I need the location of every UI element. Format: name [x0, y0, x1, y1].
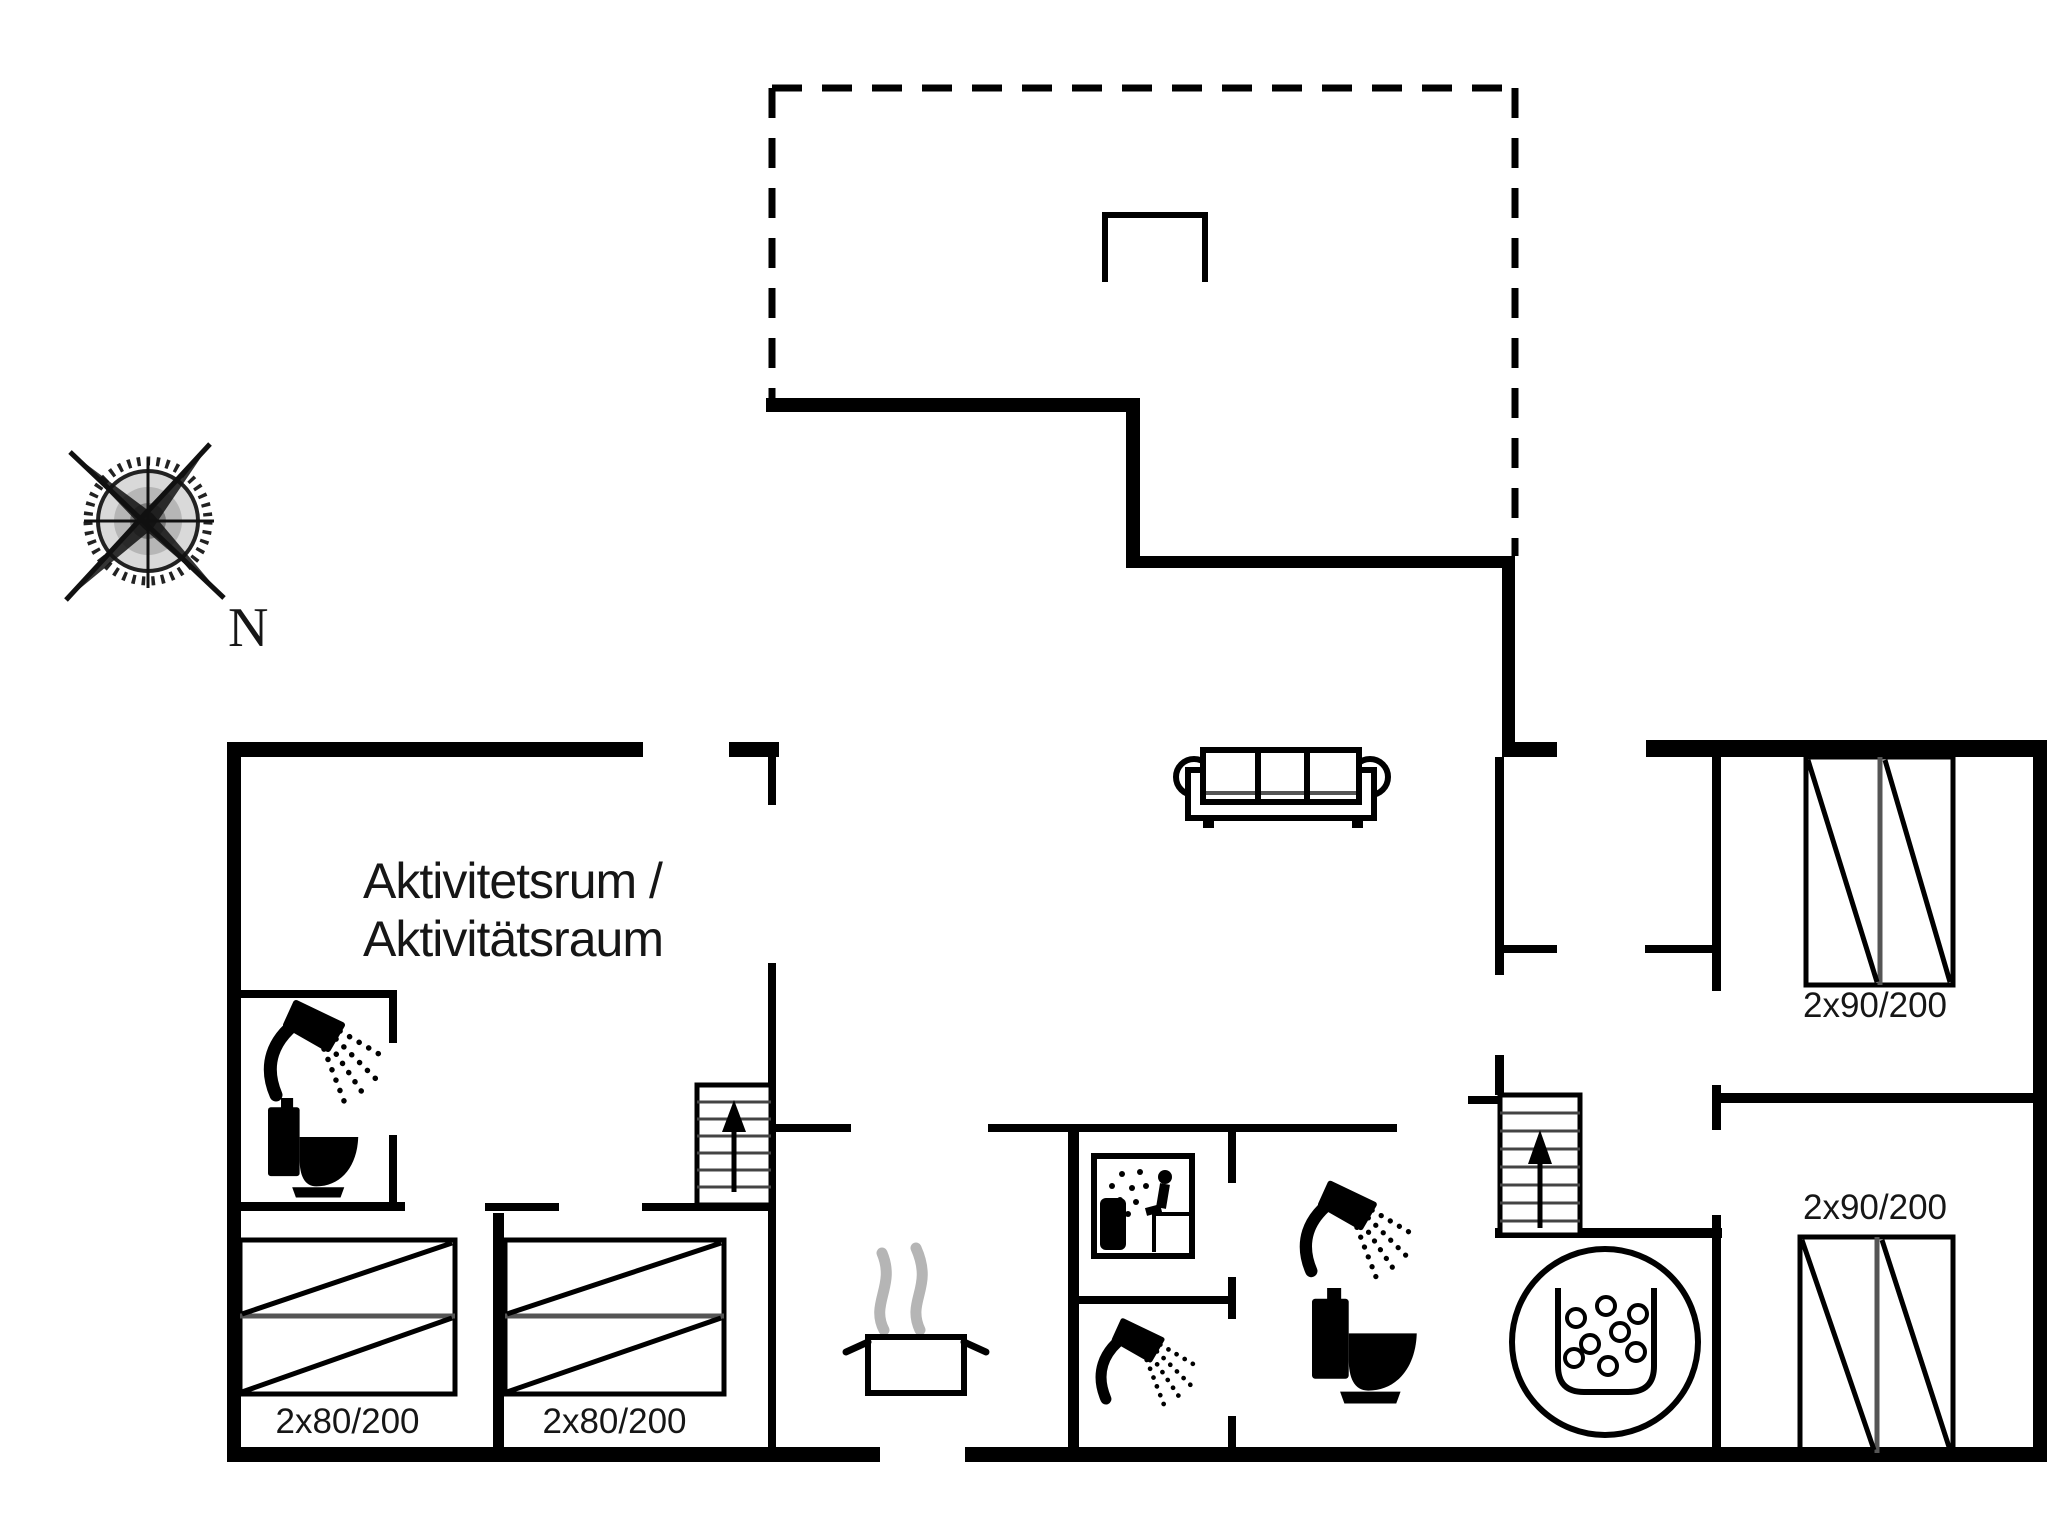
shower-icon: [1101, 1321, 1198, 1404]
bed-size-label: 2x90/200: [1802, 1188, 1948, 1227]
hot-tub-icon: [1509, 1246, 1701, 1438]
double-bed-icon: [1797, 1234, 1956, 1456]
double-bed-icon: [237, 1237, 458, 1397]
double-bed-icon: [502, 1237, 727, 1397]
bed-size-label: 2x90/200: [1802, 986, 1948, 1025]
stairs-up-icon: [694, 1082, 774, 1208]
chimney-icon: [1102, 212, 1208, 282]
double-bed-icon: [1803, 754, 1956, 988]
toilet-icon: [1312, 1288, 1417, 1404]
sauna-icon: [1091, 1153, 1195, 1259]
exterior-walls: [227, 398, 2047, 1462]
toilet-icon: [268, 1098, 359, 1198]
bed-size-label: 2x80/200: [542, 1402, 687, 1441]
room-label-line2: Aktivitätsraum: [363, 911, 664, 967]
steam-icon: [874, 1242, 928, 1336]
dashed-upper-floor-outline: [768, 84, 1519, 556]
room-label-line1: Aktivitetsrum /: [363, 853, 663, 909]
room-label: Aktivitetsrum / Aktivitätsraum: [363, 852, 664, 968]
bed-size-label: 2x80/200: [275, 1402, 420, 1441]
shower-icon: [1306, 1184, 1414, 1277]
sofa-icon: [1173, 747, 1391, 828]
compass-rose-icon: [64, 442, 226, 602]
shower-icon: [270, 1003, 384, 1101]
cooking-pot-icon: [842, 1334, 990, 1396]
north-label: N: [228, 597, 269, 659]
stairs-up-icon: [1497, 1092, 1583, 1238]
